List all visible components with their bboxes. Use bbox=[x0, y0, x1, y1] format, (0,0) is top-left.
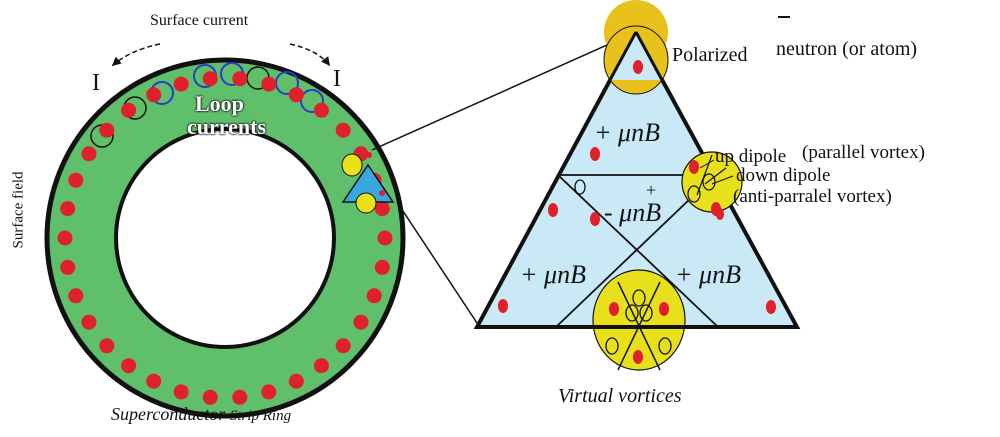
zoom-line-bottom bbox=[396, 201, 478, 324]
ring-vortex-dot bbox=[121, 358, 137, 374]
ring-vortex-dot bbox=[335, 338, 351, 354]
ring-vortex-dot bbox=[146, 373, 162, 389]
ring-vortex-dot bbox=[68, 172, 84, 188]
ring-vortex-dot bbox=[366, 288, 382, 304]
ring-vortex-dot bbox=[261, 76, 277, 92]
loop-currents-label-line2: currents bbox=[187, 114, 267, 139]
up-dipole-pointer bbox=[699, 159, 715, 169]
down-dipole-pointer bbox=[711, 175, 734, 185]
surface-field-label: Surface field bbox=[10, 171, 27, 249]
ring-vortex-dot bbox=[99, 122, 115, 138]
term-top: + μnB bbox=[594, 118, 660, 147]
ring-vortex-dot bbox=[232, 71, 248, 87]
up-dipole-label: up dipole bbox=[715, 146, 787, 167]
current-label-left: I bbox=[92, 70, 100, 96]
polarized-neutron-vortex bbox=[603, 0, 669, 95]
neutron-label: neutron (or atom) bbox=[776, 38, 918, 60]
zoom-line-top bbox=[371, 31, 637, 151]
term-middle: - μnB bbox=[604, 198, 662, 227]
ring-edge-vortex bbox=[341, 152, 395, 214]
down-dipole-label: down dipole bbox=[736, 165, 831, 186]
superconductor-caption-main: Superconductor bbox=[111, 404, 226, 424]
loop-currents-label-line1: Loop bbox=[195, 91, 244, 116]
ring-vortex-dot bbox=[313, 358, 329, 374]
surface-current-arrow-right bbox=[289, 43, 331, 67]
ring-vortex-dot bbox=[288, 373, 304, 389]
superconductor-ring bbox=[44, 57, 406, 419]
ring-vortex-dot bbox=[202, 71, 218, 87]
ring-vortex-dot bbox=[121, 102, 137, 118]
ring-vortex-dot bbox=[313, 102, 329, 118]
current-label-right: I bbox=[333, 66, 341, 92]
ring-vortex-dot bbox=[374, 201, 390, 217]
ring-vortex-dots bbox=[57, 71, 393, 405]
term-middle-plus: + bbox=[646, 180, 657, 200]
ring-vortex-dot bbox=[57, 230, 73, 246]
term-bottom-right: + μnB bbox=[675, 260, 741, 289]
ring-vortex-dot bbox=[335, 122, 351, 138]
ring-vortex-dot bbox=[202, 389, 218, 405]
virtual-vortices-label: Virtual vortices bbox=[558, 385, 682, 407]
virtual-vortex-group bbox=[592, 269, 686, 371]
ring-vortex-dot bbox=[173, 76, 189, 92]
ring-vortex-dot bbox=[261, 384, 277, 400]
superconductor-caption: Superconductor Strip Ring bbox=[111, 404, 291, 425]
ring-vortex-dot bbox=[288, 87, 304, 103]
ring-vortex-dot bbox=[353, 314, 369, 330]
ring-vortex-dot bbox=[81, 314, 97, 330]
triangle-vortex-dots bbox=[498, 147, 776, 314]
ring-vortex-dot bbox=[173, 384, 189, 400]
dipole-vortex bbox=[681, 151, 743, 216]
surface-current-label: Surface current bbox=[150, 12, 249, 29]
ring-vortex-dot bbox=[374, 259, 390, 275]
ring-vortex-dot bbox=[232, 389, 248, 405]
polarized-label: Polarized bbox=[672, 44, 748, 66]
ring-vortex-dot bbox=[60, 201, 76, 217]
antiparallel-vortex-label: (anti-parralel vortex) bbox=[733, 186, 892, 207]
triangle-antivortex-rings bbox=[574, 179, 586, 195]
ring-vortex-dot bbox=[81, 146, 97, 162]
term-bottom-left: + μnB bbox=[520, 260, 586, 289]
superconductor-caption-sub: Strip Ring bbox=[229, 408, 292, 424]
ring-vortex-dot bbox=[146, 87, 162, 103]
ring-vortex-dot bbox=[60, 259, 76, 275]
ring-vortex-dot bbox=[99, 338, 115, 354]
ring-vortex-dot bbox=[377, 230, 393, 246]
parallel-vortex-label: (parallel vortex) bbox=[802, 142, 925, 163]
ring-vortex-dot bbox=[68, 288, 84, 304]
surface-current-arrow-left bbox=[111, 43, 161, 67]
